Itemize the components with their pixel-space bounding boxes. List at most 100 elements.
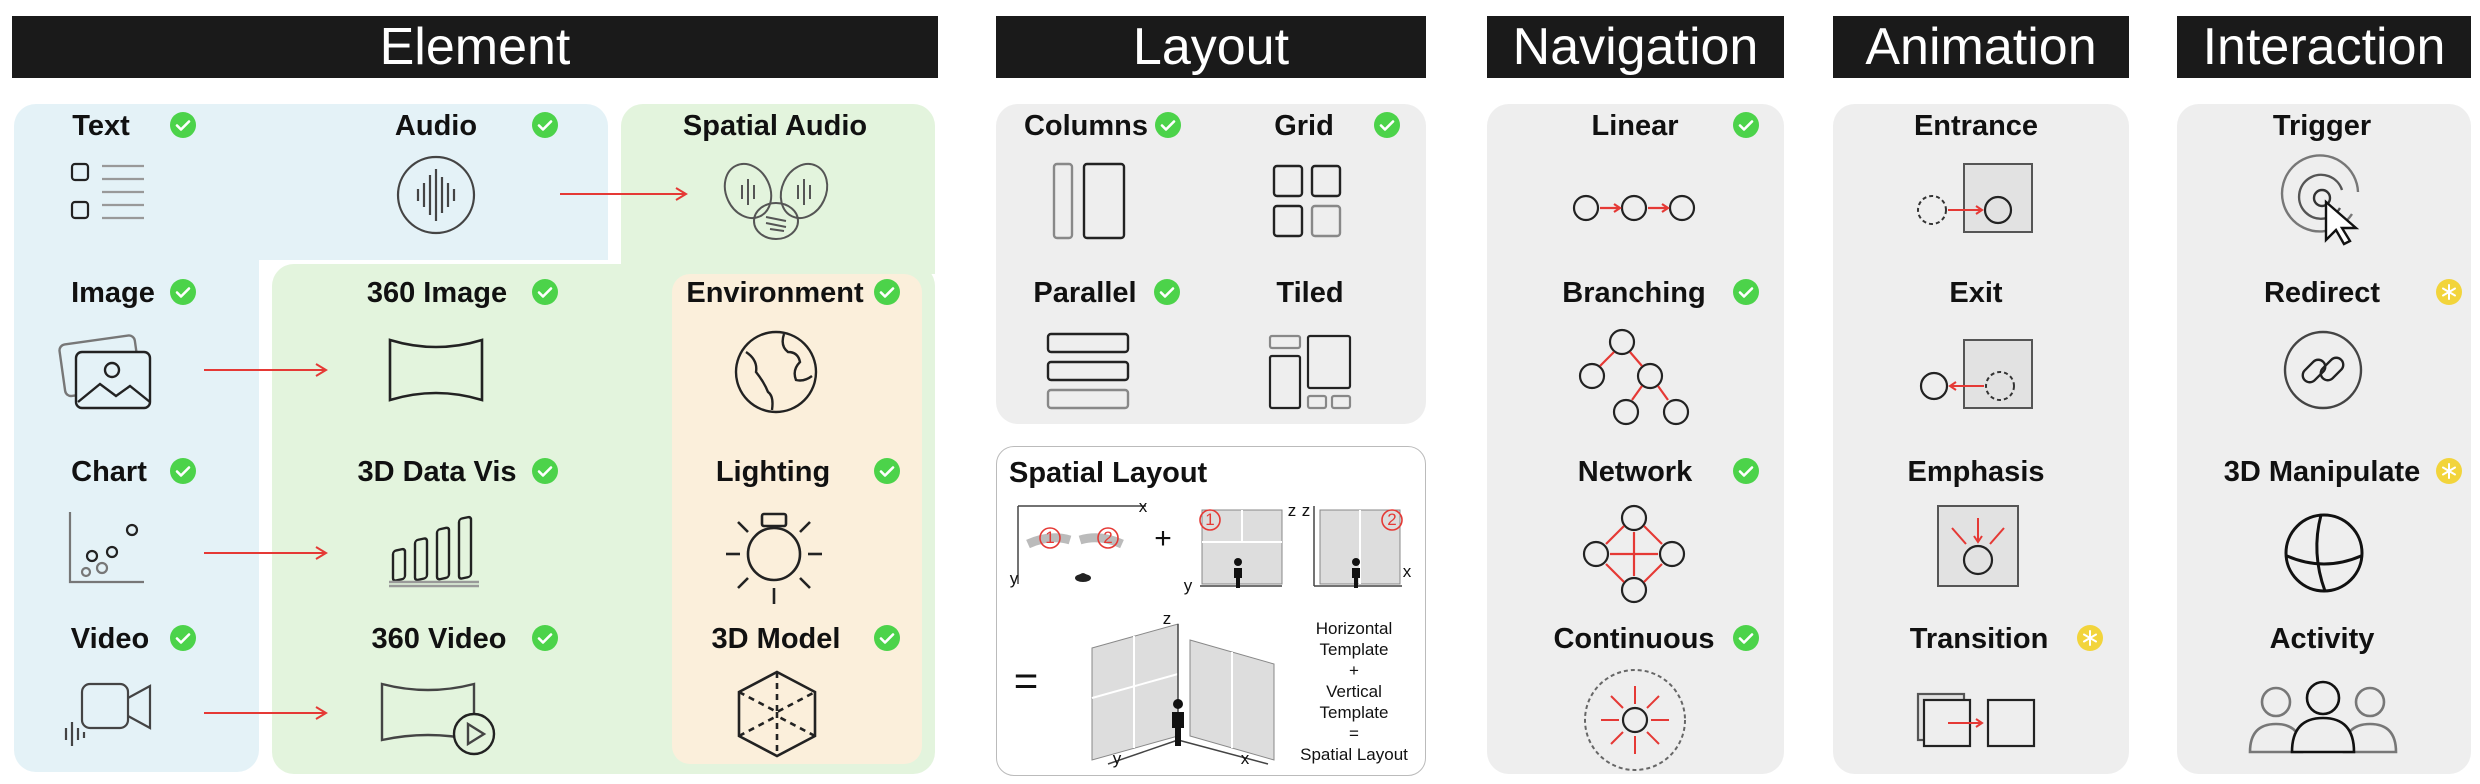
spatial-layout-title: Spatial Layout [1009,457,1208,489]
3d-model-label: 3D Model [711,623,841,655]
columns-icon [1052,162,1128,240]
check-icon [170,279,196,305]
check-icon [874,279,900,305]
chart-label: Chart [71,456,147,488]
360-video-label: 360 Video [371,623,507,655]
emphasis-label: Emphasis [1907,456,2045,488]
arrow-audio-to-spatial-audio [560,187,688,201]
arrow-chart-to-3d-data-vis [204,546,328,560]
animation-header: Animation [1833,16,2129,78]
tiled-icon [1268,334,1352,410]
branching-icon [1578,328,1690,426]
check-icon [532,458,558,484]
element-header: Element [12,16,938,78]
axis-x-label: x [1240,749,1250,768]
globe-icon [734,330,818,414]
image360-label: 360 Image [366,277,508,309]
continuous-label: Continuous [1553,623,1715,655]
spatial-layout-combined-diagram [1091,623,1275,765]
equals-sign: = [1013,657,1039,704]
element-basic-panel [14,104,608,260]
chart-icon [66,510,146,586]
formula-line-6: = [1349,724,1359,743]
formula-line-5: Template [1319,703,1389,722]
image-label: Image [71,277,155,309]
entrance-icon [1916,162,2036,236]
layout-basic-panel [996,104,1426,424]
transition-icon [1916,692,2036,748]
3d-data-vis-label: 3D Data Vis [357,456,517,488]
formula-line-4: Vertical [1326,682,1382,701]
redirect-label: Redirect [2263,277,2381,309]
activity-icon [2246,680,2400,754]
navigation-panel [1487,104,1784,774]
linear-icon [1572,194,1696,222]
branching-label: Branching [1562,277,1706,309]
3d-data-vis-icon [389,512,485,588]
text-label: Text [72,110,130,142]
entrance-label: Entrance [1913,110,2039,142]
network-label: Network [1577,456,1693,488]
navigation-header: Navigation [1487,16,1784,78]
check-icon [532,112,558,138]
check-icon [532,279,558,305]
3d-manipulate-label: 3D Manipulate [2223,456,2421,488]
exit-label: Exit [1949,277,2003,309]
emphasis-icon [1936,504,2022,588]
check-icon [170,112,196,138]
asterisk-icon [2436,279,2462,305]
exit-icon [1919,338,2036,412]
interaction-header: Interaction [2177,16,2471,78]
interaction-panel [2177,104,2471,774]
check-icon [1733,279,1759,305]
check-icon [170,625,196,651]
grid-label: Grid [1274,110,1334,142]
axis-z-label: z [1287,501,1297,520]
trigger-label: Trigger [2272,110,2372,142]
linear-label: Linear [1591,110,1679,142]
check-icon [1733,625,1759,651]
check-icon [1154,279,1180,305]
axis-z-label: z [1162,609,1172,628]
asterisk-icon [2436,458,2462,484]
audio-icon [396,155,476,235]
tiled-label: Tiled [1276,277,1344,309]
axis-y-label: y [1009,569,1019,588]
check-icon [874,458,900,484]
axis-x-label: x [1402,562,1412,581]
video-icon [62,676,154,752]
formula-line-2: Template [1319,640,1389,659]
check-icon [532,625,558,651]
arrow-image-to-360-image [204,363,328,377]
parallel-icon [1046,332,1130,412]
continuous-icon [1583,668,1687,772]
num-2-label: 2 [1103,528,1113,547]
check-icon [1733,458,1759,484]
parallel-label: Parallel [1033,277,1137,309]
check-icon [874,625,900,651]
asterisk-icon [2077,625,2103,651]
axis-y-label: y [1112,749,1122,768]
360-video-icon [378,682,498,756]
activity-label: Activity [2269,623,2375,655]
check-icon [1374,112,1400,138]
spatial-audio-label: Spatial Audio [682,110,868,142]
horizontal-template-diagram [1017,505,1146,584]
spatial-audio-icon [722,155,830,243]
num-1-label: 1 [1045,528,1055,547]
num-2-label: 2 [1387,510,1397,529]
num-1-label: 1 [1205,510,1215,529]
check-icon [1733,112,1759,138]
element-spatial-panel [621,104,935,274]
3d-manipulate-icon [2283,512,2365,594]
video-label: Video [70,623,150,655]
redirect-icon [2283,330,2363,410]
axis-z-label: z [1301,501,1311,520]
network-icon [1582,504,1686,604]
audio-label: Audio [394,110,478,142]
image-icon [58,332,154,412]
lighting-label: Lighting [715,456,831,488]
formula-line-7: Spatial Layout [1300,745,1408,764]
element-basic-panel-lower [14,250,259,772]
lighting-icon [724,510,824,606]
